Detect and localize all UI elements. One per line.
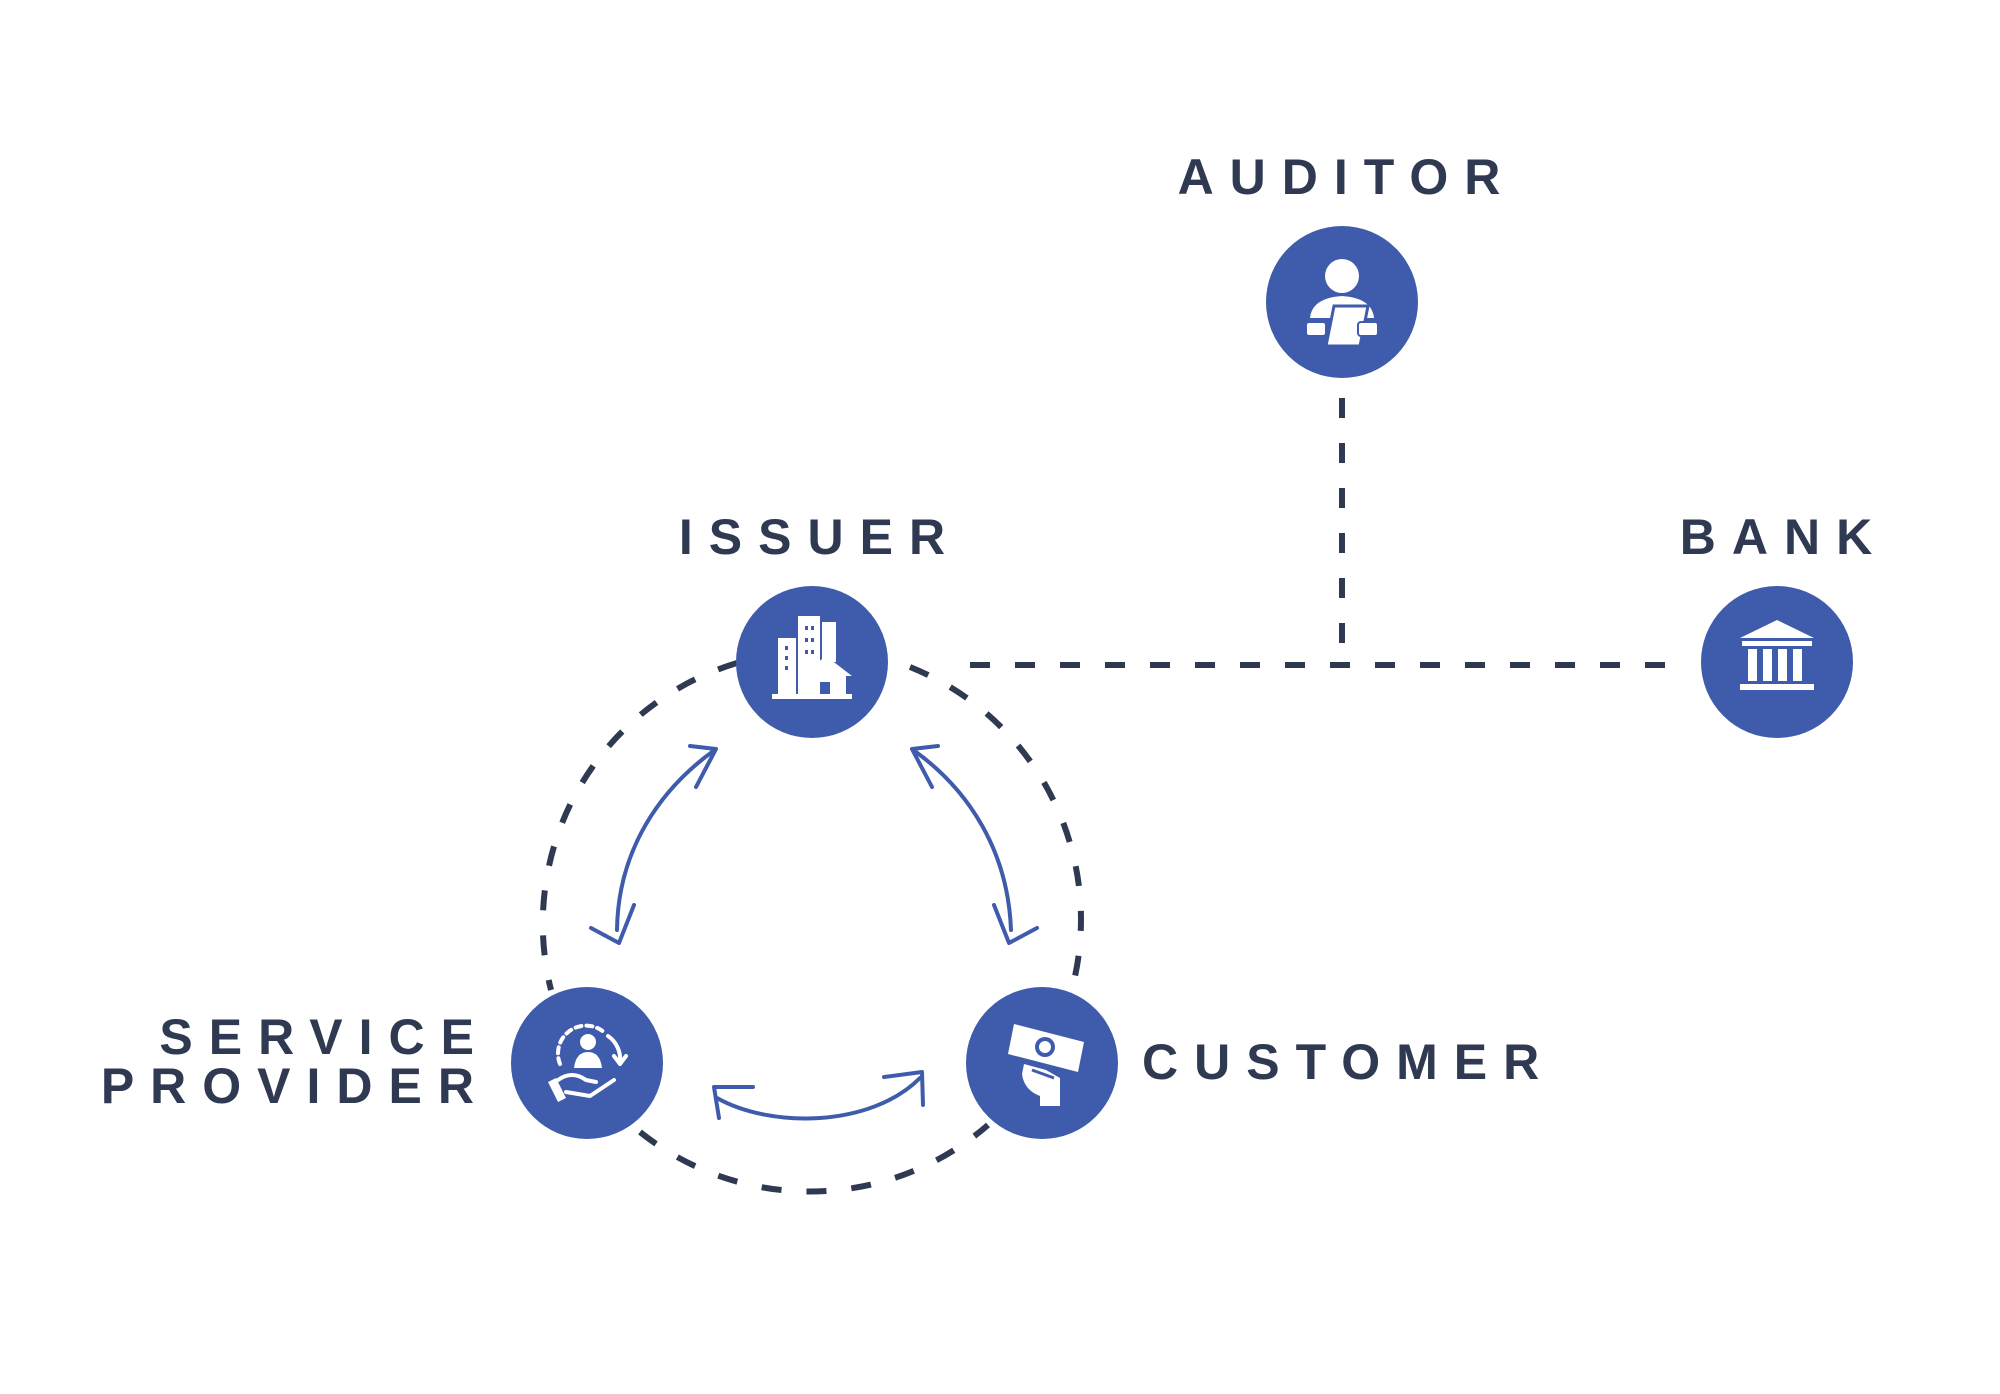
trust-circle-arc-right bbox=[908, 664, 1084, 986]
auditor-node: AUDITOR bbox=[1178, 149, 1517, 378]
flow-arrows bbox=[589, 744, 1039, 1121]
building-icon bbox=[772, 616, 852, 699]
arrowhead-bottom-right bbox=[882, 1070, 925, 1107]
arrowhead-bottom-left bbox=[712, 1085, 755, 1120]
bank-label: BANK bbox=[1680, 509, 1888, 565]
customer-circle bbox=[966, 987, 1118, 1139]
arrow-issuer-service-provider bbox=[615, 750, 714, 932]
arrowhead-left-bottom bbox=[589, 903, 636, 945]
arrowhead-right-bottom bbox=[992, 903, 1039, 945]
connectors bbox=[539, 398, 1672, 1195]
service-provider-label-line2: PROVIDER bbox=[101, 1058, 490, 1114]
auditor-label: AUDITOR bbox=[1178, 149, 1517, 205]
service-provider-label-line1: SERVICE bbox=[159, 1009, 490, 1065]
arrowhead-right-top bbox=[910, 744, 940, 789]
arrow-issuer-customer bbox=[914, 750, 1013, 932]
customer-node: CUSTOMER bbox=[966, 987, 1555, 1139]
bank-icon bbox=[1740, 620, 1814, 690]
customer-label: CUSTOMER bbox=[1142, 1034, 1555, 1090]
trust-circle-arc-left bbox=[539, 660, 738, 991]
service-provider-node: SERVICE PROVIDER bbox=[101, 987, 663, 1139]
bank-circle bbox=[1701, 586, 1853, 738]
bank-node: BANK bbox=[1680, 509, 1888, 738]
service-provider-icon bbox=[548, 1023, 628, 1102]
customer-payment-icon bbox=[1008, 1024, 1084, 1106]
trust-circle-arc-bottom bbox=[638, 1122, 990, 1195]
issuer-label: ISSUER bbox=[679, 509, 961, 565]
arrowhead-left-top bbox=[688, 744, 718, 789]
arrow-service-provider-customer bbox=[715, 1076, 922, 1121]
issuer-node: ISSUER bbox=[679, 509, 961, 738]
auditor-icon bbox=[1305, 259, 1379, 348]
